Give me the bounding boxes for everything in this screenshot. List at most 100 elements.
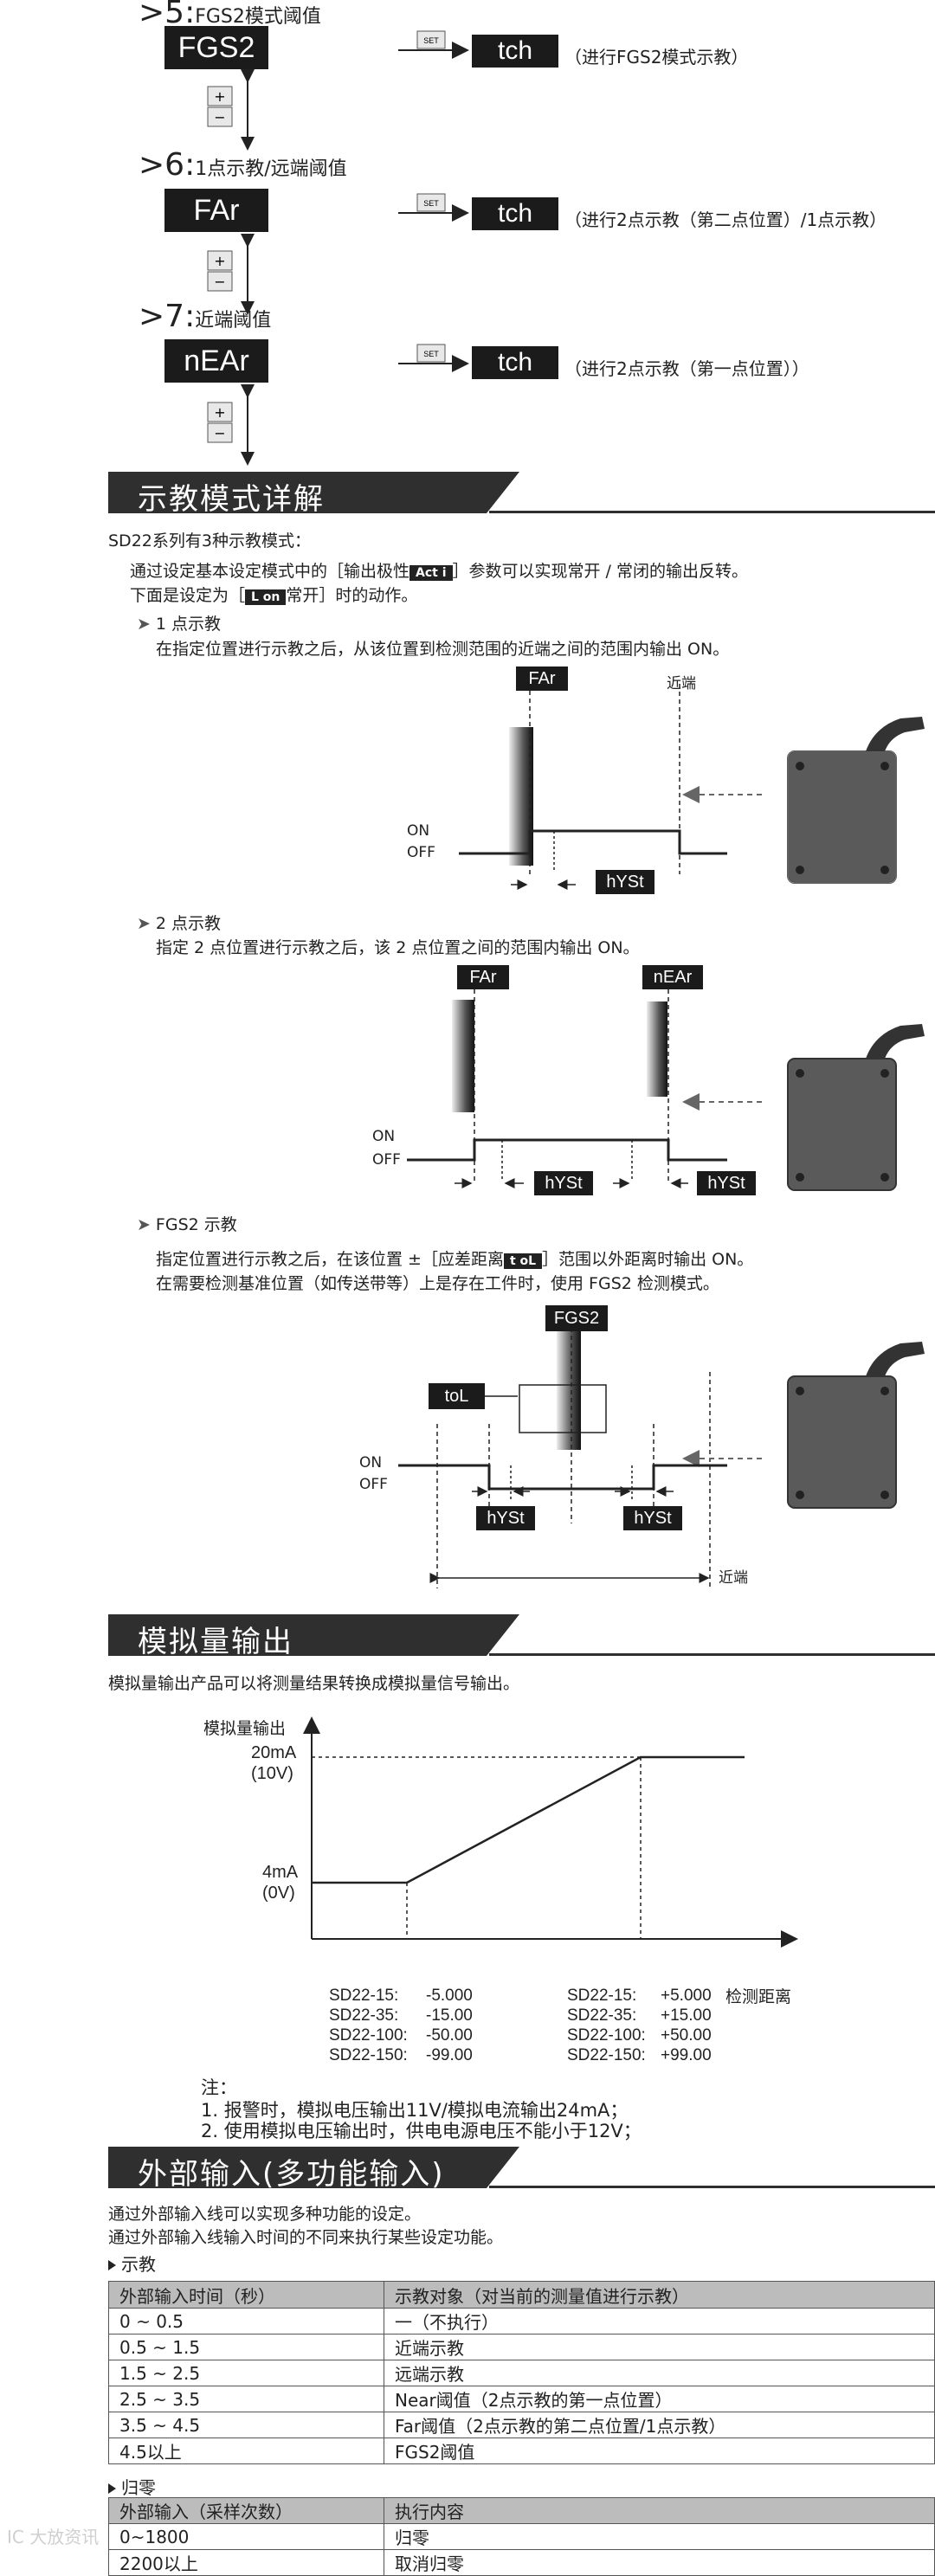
svg-text:SET: SET — [423, 199, 439, 208]
table-header: 执行内容 — [384, 2497, 935, 2524]
lcd-result: tch — [472, 346, 558, 379]
sensor-icon — [787, 717, 925, 884]
plus-minus-keys-icon: + − — [207, 234, 255, 315]
table-header: 外部输入（采样次数） — [108, 2497, 384, 2524]
target-object-far — [452, 1000, 474, 1112]
bullet-arrow-icon: ➤ — [137, 1215, 151, 1234]
step-flow-graphics: SET SET SET + − + − + − — [207, 30, 469, 466]
section-title: 模拟量输出 — [138, 1625, 293, 1659]
hyst-label: hYSt — [623, 1506, 682, 1530]
teach-table-label: 示教 — [108, 2251, 156, 2276]
analog-intro: 模拟量输出产品可以将测量结果转换成模拟量信号输出。 — [108, 1674, 520, 1693]
off-label: OFF — [407, 844, 435, 861]
plus-minus-keys-icon: + − — [207, 69, 255, 151]
fgs2-label: FGS2 — [545, 1305, 608, 1331]
section-banner-external: 外部输入(多功能输入) — [108, 2147, 935, 2192]
table-header: 示教对象（对当前的测量值进行示教） — [384, 2281, 935, 2309]
teach-intro: SD22系列有3种示教模式： — [108, 531, 311, 551]
lcd-result: tch — [472, 35, 558, 68]
mode1-desc: 在指定位置进行示教之后，从该位置到检测范围的近端之间的范围内输出 ON。 — [156, 640, 730, 659]
step-number: 7 — [164, 299, 185, 334]
mode3-diagram — [398, 1320, 925, 1588]
target-object-near — [647, 1001, 667, 1097]
mode2-diagram — [407, 974, 925, 1191]
bullet-arrow-icon: ➤ — [137, 914, 151, 933]
note-2: 2. 使用模拟电压输出时，供电电源电压不能小于12V； — [201, 2121, 642, 2141]
step-description: （进行2点示教（第二点位置）/1点示教） — [564, 209, 887, 230]
on-label: ON — [407, 822, 430, 840]
near-label: nEAr — [642, 965, 703, 989]
mode1-diagram — [459, 675, 925, 890]
step-label: 1点示教/远端阈值 — [195, 158, 347, 180]
mode3-title: ➤FGS2 示教 — [137, 1215, 237, 1234]
svg-text:+: + — [214, 88, 225, 105]
table-header-row: 外部输入（采样次数） 执行内容 — [108, 2497, 935, 2524]
zero-table-label: 归零 — [108, 2474, 156, 2499]
target-object — [557, 1329, 581, 1450]
param-tag: L on — [245, 589, 287, 605]
low-label-1: 4mA — [262, 1863, 299, 1882]
watermark: IC 大放资讯 — [7, 2527, 100, 2547]
external-intro-1: 通过外部输入线可以实现多种功能的设定。 — [108, 2205, 422, 2224]
notes-title: 注： — [201, 2077, 237, 2098]
lcd-display: FAr — [164, 189, 268, 232]
sensor-icon — [787, 1342, 925, 1509]
step-description: （进行2点示教（第一点位置）） — [564, 358, 809, 379]
svg-text:SET: SET — [423, 350, 439, 358]
hyst-label: hYSt — [596, 870, 654, 894]
analog-graph — [303, 1716, 798, 1948]
svg-text:−: − — [214, 425, 225, 441]
section-title: 示教模式详解 — [138, 482, 325, 517]
table-header-row: 外部输入时间（秒） 示教对象（对当前的测量值进行示教） — [108, 2281, 935, 2309]
external-intro-2: 通过外部输入线输入时间的不同来执行某些设定功能。 — [108, 2228, 504, 2247]
off-label: OFF — [359, 1476, 388, 1493]
high-label-1: 20mA — [251, 1743, 297, 1762]
plus-minus-keys-icon: + − — [207, 384, 255, 466]
y-axis-label: 模拟量输出 — [203, 1719, 287, 1738]
step-label: 近端阈值 — [195, 310, 272, 332]
step-number: 5 — [164, 0, 185, 30]
param-tag: Act i — [409, 565, 453, 581]
lcd-result: tch — [472, 197, 558, 230]
hyst-label: hYSt — [476, 1506, 535, 1530]
on-label: ON — [359, 1454, 383, 1472]
x-axis-label: 检测距离 — [725, 1987, 792, 2006]
lcd-display: nEAr — [164, 339, 268, 383]
svg-text:−: − — [214, 109, 225, 126]
mode2-desc: 指定 2 点位置进行示教之后，该 2 点位置之间的范围内输出 ON。 — [156, 938, 640, 957]
set-key-icon: SET — [416, 30, 446, 49]
section-banner-teach: 示教模式详解 — [108, 472, 935, 517]
low-label-2: (0V) — [262, 1884, 295, 1903]
high-label-2: (10V) — [251, 1764, 293, 1783]
param-tag: t oL — [503, 1253, 543, 1269]
mode3-desc2: 在需要检测基准位置（如传送带等）上是存在工件时，使用 FGS2 检测模式。 — [156, 1274, 719, 1293]
set-key-icon: SET — [416, 344, 446, 363]
far-label: FAr — [457, 965, 509, 989]
svg-text:+: + — [214, 253, 225, 269]
output-line — [312, 1755, 745, 1884]
svg-text:SET: SET — [423, 36, 439, 45]
step-description: （进行FGS2模式示教） — [564, 47, 749, 68]
mode1-title: ➤1 点示教 — [137, 615, 222, 634]
svg-text:+: + — [214, 404, 225, 421]
hyst-label: hYSt — [534, 1171, 593, 1195]
set-key-icon: SET — [416, 193, 446, 212]
tol-label: toL — [429, 1383, 485, 1409]
bullet-arrow-icon: ➤ — [137, 615, 151, 634]
hyst-label: hYSt — [697, 1171, 756, 1195]
table-row: 2200以上取消归零 — [108, 2549, 935, 2576]
section-title: 外部输入(多功能输入) — [138, 2157, 445, 2192]
off-label: OFF — [372, 1151, 401, 1169]
